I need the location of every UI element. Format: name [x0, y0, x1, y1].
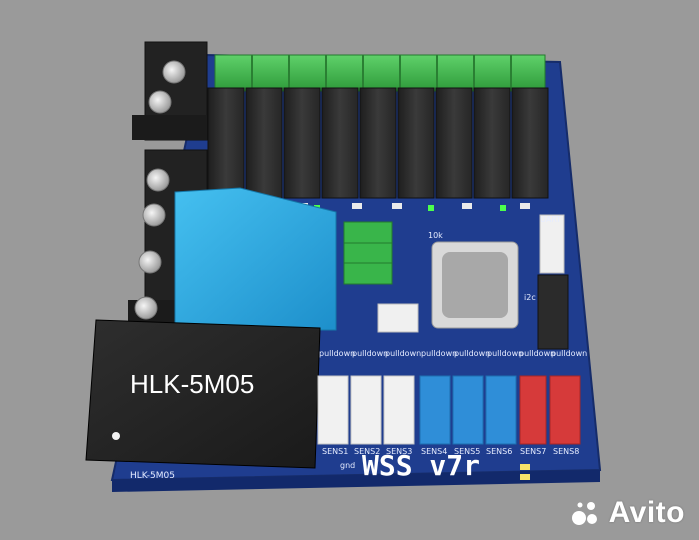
sens6-label: SENS6 — [486, 447, 512, 456]
sens2-label: SENS2 — [354, 447, 380, 456]
hlk-module: HLK-5M05 — [85, 319, 321, 469]
resistor-label: 10k — [428, 231, 443, 240]
sens5-label: SENS5 — [454, 447, 480, 456]
pulldown-label-7: pulldown — [519, 349, 555, 358]
avito-text: Avito — [608, 496, 685, 529]
sens3-label: SENS3 — [386, 447, 412, 456]
avito-logo-icon — [571, 502, 597, 525]
avito-watermark: Avito — [569, 496, 685, 530]
pulldown-label-8: pulldown — [551, 349, 587, 358]
silkscreen: pulldown pulldown pulldown pulldown pull… — [130, 215, 587, 482]
pulldown-label-1: pulldown — [319, 349, 355, 358]
pulldown-label-3: pulldown — [385, 349, 421, 358]
sensor-connector-row — [317, 375, 581, 445]
blue-power-block — [174, 187, 337, 331]
pulldown-label-2: pulldown — [352, 349, 388, 358]
i2c-label: i2c — [524, 293, 536, 302]
pulldown-label-4: pulldown — [421, 349, 457, 358]
sens8-label: SENS8 — [553, 447, 579, 456]
sens7-label: SENS7 — [520, 447, 546, 456]
esp-module — [431, 241, 519, 329]
small-white-connector — [377, 303, 419, 333]
status-leds — [520, 464, 530, 480]
hlk-module-label: HLK-5M05 — [130, 369, 254, 399]
hlk-silkscreen: HLK-5M05 — [130, 471, 175, 481]
uart-label: UART — [540, 215, 561, 224]
pulldown-label-6: pulldown — [487, 349, 523, 358]
relay-row — [207, 87, 549, 199]
pulldown-label-5: pulldown — [454, 349, 490, 358]
green-header — [343, 221, 393, 285]
sens1-label: SENS1 — [322, 447, 348, 456]
uart-connector — [537, 214, 569, 350]
gnd-label: gnd — [340, 461, 355, 470]
sens4-label: SENS4 — [421, 447, 447, 456]
green-terminal-row — [214, 54, 546, 92]
board-title: WSS v7r — [362, 449, 480, 482]
